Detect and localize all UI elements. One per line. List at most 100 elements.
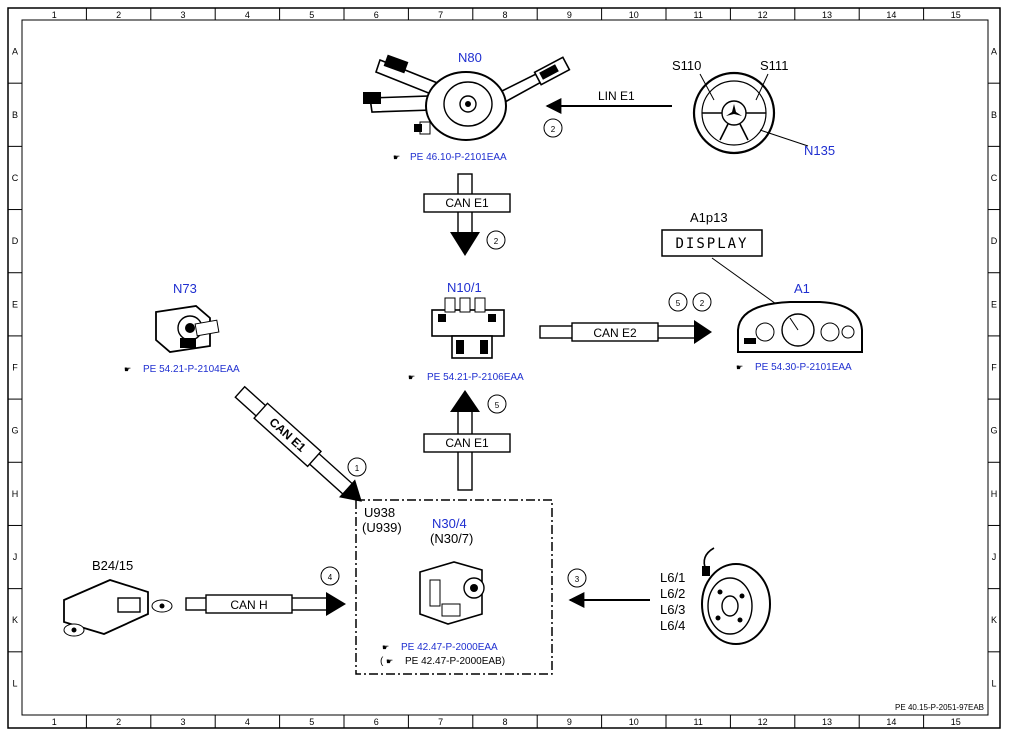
can-h-label: CAN H — [230, 598, 267, 612]
grid-column-label: 6 — [374, 10, 379, 20]
n10-1-module[interactable]: N10/1 ☛ PE 54.21-P-2106EAA — [408, 280, 524, 383]
grid-row-label: E — [991, 299, 997, 309]
can-e1-top-label: CAN E1 — [445, 196, 489, 210]
n73-ref-link[interactable]: PE 54.21-P-2104EAA — [143, 364, 240, 375]
grid-row-label: H — [991, 489, 998, 499]
marker-lin: 2 — [551, 125, 556, 134]
l6-3-label: L6/3 — [660, 602, 685, 617]
grid-column-label: 9 — [567, 717, 572, 727]
grid-row-label: G — [990, 426, 997, 436]
ref-icon: ☛ — [382, 643, 389, 652]
grid-column-label: 5 — [309, 10, 314, 20]
l6-connection[interactable]: 3 — [567, 568, 650, 608]
lin-e1-label: LIN E1 — [598, 89, 635, 103]
grid-column-label: 11 — [694, 717, 703, 727]
grid-row-label: H — [12, 489, 19, 499]
grid-column-label: 14 — [886, 717, 896, 727]
grid-row-label: C — [12, 173, 19, 183]
n30-4-label: N30/4 — [432, 516, 467, 531]
ref-icon: ☛ — [124, 365, 131, 374]
grid-row-label: E — [12, 299, 18, 309]
a1-ref-link[interactable]: PE 54.30-P-2101EAA — [755, 362, 852, 373]
marker-can-e2-b: 2 — [700, 299, 705, 308]
grid-row-label: A — [12, 47, 18, 57]
frame: 1122334455667788991010111112121313141415… — [7, 7, 1001, 729]
grid-column-label: 15 — [951, 10, 961, 20]
grid-column-label: 6 — [374, 717, 379, 727]
marker-can-mid: 5 — [495, 401, 500, 410]
grid-column-label: 12 — [758, 717, 768, 727]
can-e2-connection[interactable]: CAN E2 5 2 — [539, 292, 712, 344]
grid-column-label: 11 — [694, 10, 703, 20]
b24-15-sensor[interactable]: B24/15 — [63, 558, 173, 637]
grid-row-label: J — [992, 552, 997, 562]
grid-row-label: L — [12, 678, 17, 688]
can-e1-top-connection[interactable]: CAN E1 2 — [423, 173, 511, 256]
ref-icon: ☛ — [408, 373, 415, 382]
u938-label: U938 — [364, 505, 395, 520]
l6-wheel-sensor[interactable]: L6/1 L6/2 L6/3 L6/4 — [660, 547, 771, 645]
n80-steering-switch[interactable]: N80 ☛ PE 46.10-P-2101EAA — [363, 50, 571, 163]
grid-column-label: 13 — [822, 10, 832, 20]
a1p13-label: A1p13 — [690, 210, 728, 225]
l6-4-label: L6/4 — [660, 618, 685, 633]
n73-label: N73 — [173, 281, 197, 296]
n80-ref-link[interactable]: PE 46.10-P-2101EAA — [410, 152, 507, 163]
can-e1-mid-connection[interactable]: CAN E1 5 — [423, 390, 511, 491]
u939-label: (U939) — [362, 520, 402, 535]
grid-row-label: A — [991, 47, 997, 57]
n10-1-ref-link[interactable]: PE 54.21-P-2106EAA — [427, 372, 524, 383]
display-text: DISPLAY — [675, 236, 748, 252]
grid-row-label: K — [991, 615, 997, 625]
grid-column-label: 1 — [52, 10, 57, 20]
grid-column-label: 12 — [758, 10, 768, 20]
grid-column-label: 5 — [309, 717, 314, 727]
grid-row-label: J — [13, 552, 18, 562]
can-e1-mid-label: CAN E1 — [445, 436, 489, 450]
grid-column-label: 15 — [951, 717, 961, 727]
grid-row-label: F — [991, 363, 997, 373]
grid-column-label: 3 — [180, 10, 185, 20]
grid-column-label: 1 — [52, 717, 57, 727]
ref-icon: ☛ — [393, 153, 400, 162]
b24-15-label: B24/15 — [92, 558, 133, 573]
n80-label: N80 — [458, 50, 482, 65]
u938-unit[interactable]: U938 (U939) N30/4 (N30/7) ☛ PE 42.47-P-2… — [355, 499, 553, 675]
grid-column-label: 10 — [629, 717, 639, 727]
grid-column-label: 7 — [438, 10, 443, 20]
a1-label: A1 — [794, 281, 810, 296]
doc-reference: PE 40.15-P-2051-97EAB — [895, 703, 984, 712]
n30-7-label: (N30/7) — [430, 531, 473, 546]
grid-column-label: 2 — [116, 10, 121, 20]
n135-steering-wheel[interactable]: S110 S111 N135 — [672, 58, 835, 158]
lin-e1-connection[interactable]: LIN E1 2 — [543, 89, 672, 138]
can-e2-label: CAN E2 — [593, 326, 637, 340]
ref-icon: ☛ — [736, 363, 743, 372]
grid-row-label: K — [12, 615, 18, 625]
u938-ref1-link[interactable]: PE 42.47-P-2000EAA — [401, 642, 498, 653]
grid-column-label: 14 — [886, 10, 896, 20]
grid-row-label: B — [12, 110, 18, 120]
a1-instrument-cluster[interactable]: A1 ☛ PE 54.30-P-2101EAA — [736, 281, 863, 373]
marker-can-h: 4 — [328, 573, 333, 582]
can-e1-diag-connection[interactable]: CAN E1 1 — [232, 383, 370, 511]
grid-column-label: 13 — [822, 717, 832, 727]
grid-column-label: 3 — [180, 717, 185, 727]
grid-row-label: F — [12, 363, 18, 373]
can-h-connection[interactable]: CAN H 4 — [185, 566, 346, 616]
grid-column-label: 8 — [502, 717, 507, 727]
u938-ref2-paren: ( — [380, 656, 384, 667]
n135-label: N135 — [804, 143, 835, 158]
u938-ref2-link[interactable]: PE 42.47-P-2000EAB) — [405, 656, 505, 667]
n73-ignition-switch[interactable]: N73 ☛ PE 54.21-P-2104EAA — [124, 281, 240, 375]
grid-column-label: 2 — [116, 717, 121, 727]
grid-row-label: D — [12, 236, 19, 246]
grid-row-label: D — [991, 236, 998, 246]
l6-1-label: L6/1 — [660, 570, 685, 585]
n10-1-label: N10/1 — [447, 280, 482, 295]
grid-row-label: C — [991, 173, 998, 183]
grid-column-label: 10 — [629, 10, 639, 20]
grid-column-label: 8 — [502, 10, 507, 20]
marker-can-diag: 1 — [355, 464, 360, 473]
